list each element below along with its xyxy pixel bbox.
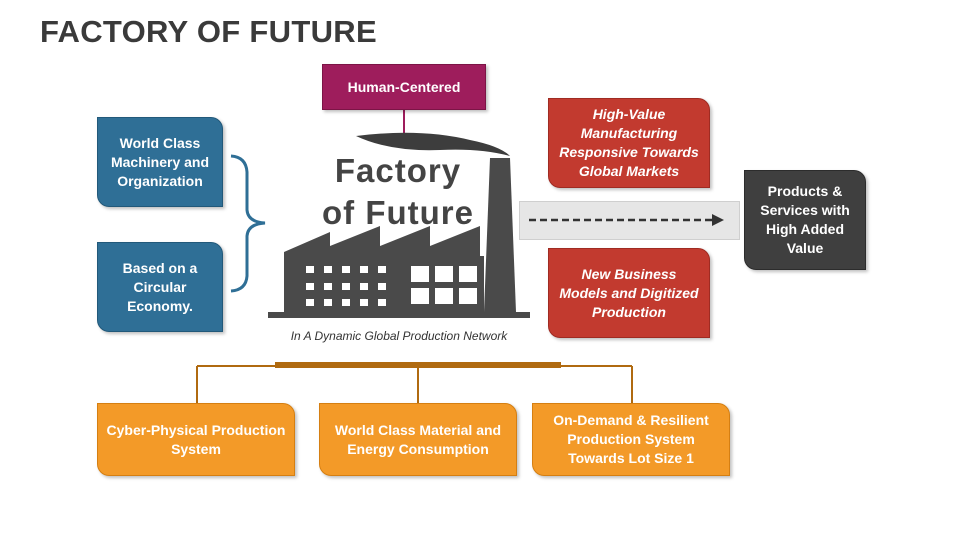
factory-icon bbox=[268, 132, 530, 318]
bottom-bar bbox=[275, 362, 561, 368]
page-title: FACTORY OF FUTURE bbox=[40, 14, 377, 49]
circular-economy-box: Based on a Circular Economy. bbox=[97, 242, 223, 332]
arrow-head-icon bbox=[712, 214, 724, 226]
on-demand-resilient-box: On-Demand & Resilient Production System … bbox=[532, 403, 730, 476]
products-services-box: Products & Services with High Added Valu… bbox=[744, 170, 866, 270]
material-energy-box: World Class Material and Energy Consumpt… bbox=[319, 403, 517, 476]
cyber-physical-box: Cyber-Physical Production System bbox=[97, 403, 295, 476]
factory-title-line2: of Future bbox=[322, 194, 474, 231]
smoke-icon bbox=[356, 132, 510, 156]
left-bracket bbox=[230, 154, 266, 293]
high-value-manufacturing-box: High-Value Manufacturing Responsive Towa… bbox=[548, 98, 710, 188]
factory-title-line1: Factory bbox=[334, 152, 462, 189]
factory-subtitle: In A Dynamic Global Production Network bbox=[290, 329, 508, 343]
chimney-icon bbox=[484, 158, 516, 312]
machinery-organization-box: World Class Machinery and Organization bbox=[97, 117, 223, 207]
new-business-models-box: New Business Models and Digitized Produc… bbox=[548, 248, 710, 338]
human-centered-box: Human-Centered bbox=[322, 64, 486, 110]
